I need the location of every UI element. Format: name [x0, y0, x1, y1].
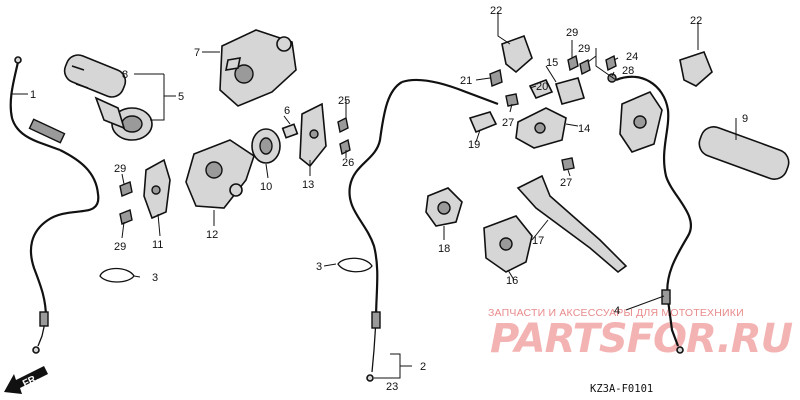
nut-27-upper [505, 93, 519, 107]
switch-15 [554, 77, 586, 105]
clutch-cable [348, 78, 499, 382]
cable-clip-center [337, 257, 373, 273]
adjuster-19 [468, 111, 498, 134]
label-part-4: 4 [614, 305, 620, 317]
label-part-3-left: 3 [152, 272, 158, 284]
label-part-24: 24 [626, 51, 638, 63]
bolt-29-upper [119, 181, 133, 197]
clutch-lever [516, 174, 628, 274]
bolt-21 [489, 69, 503, 87]
label-part-19: 19 [468, 139, 480, 151]
leader-lines [12, 12, 737, 379]
diagram-code: KZ3A-F0101 [590, 383, 653, 395]
label-part-29-top-a: 29 [566, 27, 578, 39]
bolt-25 [337, 116, 349, 134]
label-part-26: 26 [342, 157, 354, 169]
bolt-24 [605, 54, 617, 72]
nut-27-lower [561, 157, 575, 171]
label-part-7: 7 [194, 47, 200, 59]
watermark-caption: ЗАПЧАСТИ И АКСЕССУАРЫ ДЛЯ МОТОТЕХНИКИ [488, 307, 744, 319]
label-part-10: 10 [260, 181, 272, 193]
label-part-3-center: 3 [316, 261, 322, 273]
label-part-13: 13 [302, 179, 314, 191]
throttle-pulley [251, 123, 299, 164]
part-labels: 1 8 5 7 6 25 26 10 13 29 29 11 12 3 3 2 … [30, 5, 748, 393]
label-part-27-lower: 27 [560, 177, 572, 189]
housing-cover [299, 102, 327, 168]
cable-clip-left [99, 267, 135, 283]
clamp-22-left [501, 34, 533, 74]
label-part-1: 1 [30, 89, 36, 101]
label-part-9: 9 [742, 113, 748, 125]
switch-assembly [425, 187, 463, 227]
lever-holder [483, 215, 533, 273]
label-part-25: 25 [338, 95, 350, 107]
label-part-22-left: 22 [490, 5, 502, 17]
label-part-28: 28 [622, 65, 634, 77]
label-part-11: 11 [152, 239, 163, 251]
bolt-26 [339, 138, 351, 156]
label-part-20: 20 [536, 81, 548, 93]
clamp-bracket [143, 158, 171, 220]
lever-perch [515, 107, 567, 149]
hot-start-lever [619, 91, 663, 153]
bolt-29-top-b [579, 58, 591, 76]
label-part-5: 5 [178, 91, 184, 103]
front-direction-arrow: FR. [4, 366, 48, 394]
bolt-29-top-a [567, 54, 579, 72]
label-part-27-upper: 27 [502, 117, 514, 129]
throttle-cable [9, 56, 100, 354]
clamp-22-right [679, 51, 713, 87]
label-part-17: 17 [532, 235, 544, 247]
label-part-14: 14 [578, 123, 590, 135]
label-part-15: 15 [546, 57, 558, 69]
label-part-29-left-bottom: 29 [114, 241, 126, 253]
label-part-16: 16 [506, 275, 518, 287]
label-part-29-top-b: 29 [578, 43, 590, 55]
label-part-2: 2 [420, 361, 426, 373]
throttle-housing-lower [185, 139, 255, 209]
label-part-21: 21 [460, 75, 472, 87]
adjuster-20 [528, 78, 554, 100]
label-part-23: 23 [386, 381, 398, 393]
watermark-logo: PARTSFOR.RU [490, 316, 793, 362]
throttle-housing [219, 29, 297, 107]
label-part-18: 18 [438, 243, 450, 255]
label-part-8: 8 [122, 69, 128, 81]
label-part-12: 12 [206, 229, 218, 241]
left-grip [698, 126, 790, 180]
throttle-grip [63, 54, 153, 141]
label-part-22-right: 22 [690, 15, 702, 27]
label-part-29-left-top: 29 [114, 163, 126, 175]
bolt-29-lower [119, 209, 133, 225]
label-part-6: 6 [284, 105, 290, 117]
